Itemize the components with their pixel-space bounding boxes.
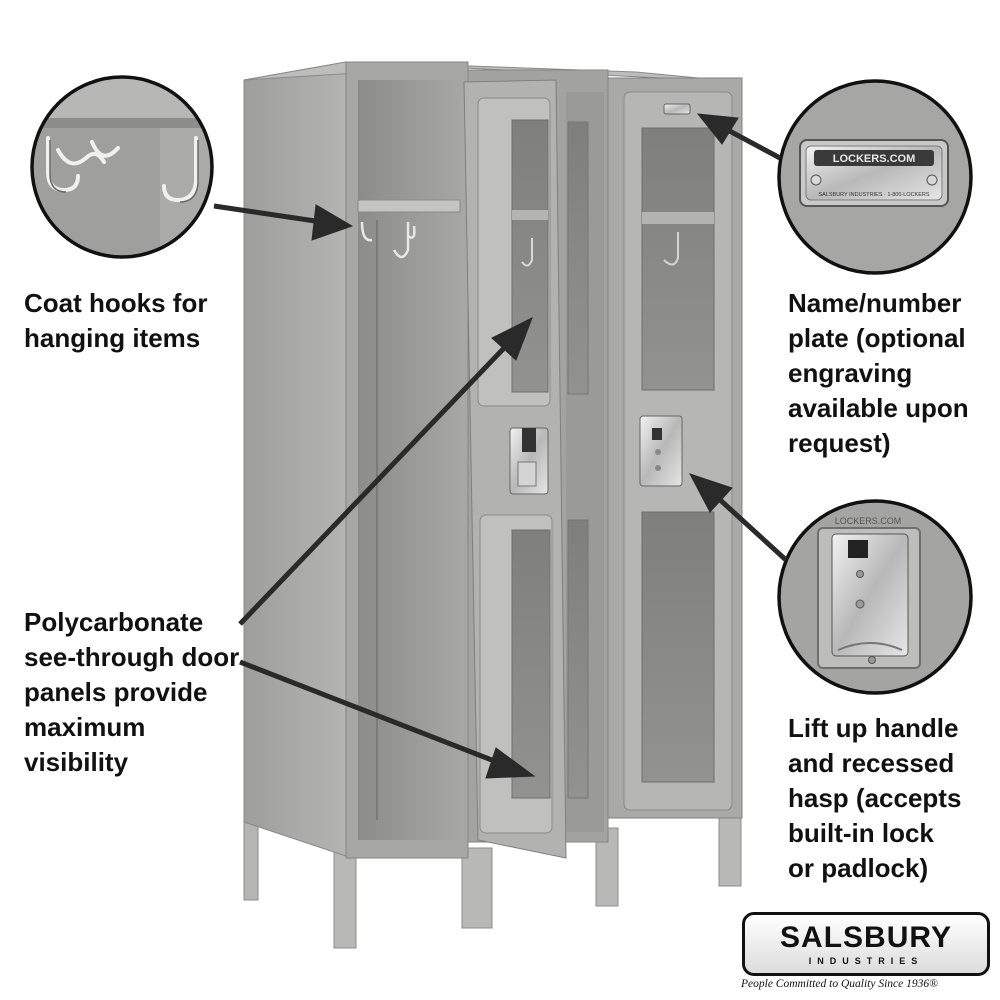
caption-line: plate (optional (788, 323, 966, 353)
rivet-icon (810, 174, 822, 186)
recessed-handle (639, 415, 683, 487)
door-window-lower (511, 529, 551, 799)
caption-name-plate: Name/number plate (optional engraving av… (788, 286, 969, 461)
coat-hooks-detail-circle (30, 75, 214, 259)
caption-line: Lift up handle (788, 713, 959, 743)
caption-line: Name/number (788, 288, 962, 318)
arrow-coat-hooks (213, 203, 354, 241)
callout-arrows (213, 113, 788, 779)
salsbury-logo: SALSBURY INDUSTRIES (742, 912, 990, 976)
caption-line: Coat hooks for (24, 288, 208, 318)
rivet-icon (926, 174, 938, 186)
caption-line: see-through door (24, 642, 240, 672)
name-plate (663, 103, 691, 115)
logo-tagline: People Committed to Quality Since 1936® (741, 978, 938, 990)
caption-line: and recessed (788, 748, 955, 778)
caption-handle: Lift up handle and recessed hasp (accept… (788, 711, 961, 886)
arrow-handle (688, 473, 788, 562)
plate-main-text: LOCKERS.COM (833, 153, 916, 165)
caption-line: engraving (788, 358, 913, 388)
caption-coat-hooks: Coat hooks for hanging items (24, 286, 207, 356)
caption-line: maximum (24, 712, 146, 742)
handle-detail-circle: LOCKERS.COM (777, 499, 973, 695)
locker-body (243, 61, 743, 949)
caption-line: or padlock) (788, 853, 929, 883)
caption-line: panels provide (24, 677, 208, 707)
plate-small-text: SALSBURY INDUSTRIES · 1-800-LOCKERS (818, 192, 929, 198)
caption-line: hasp (accepts (788, 783, 962, 813)
screw-icon (856, 570, 864, 578)
logo-subtitle: INDUSTRIES (808, 956, 924, 966)
name-plate-detail-circle: LOCKERS.COM SALSBURY INDUSTRIES · 1-800-… (777, 79, 973, 275)
arrow-name-plate (696, 113, 782, 161)
leg (461, 847, 493, 929)
caption-line: hanging items (24, 323, 201, 353)
handle-label-text: LOCKERS.COM (835, 516, 902, 526)
arrow-door-upper (238, 316, 533, 626)
logo-wordmark: SALSBURY (780, 921, 952, 954)
screw-icon (868, 656, 876, 664)
hasp-slot-icon (848, 540, 868, 558)
caption-line: visibility (24, 747, 129, 777)
door-window-upper (641, 127, 715, 391)
caption-line: Polycarbonate (24, 607, 204, 637)
leg (718, 807, 742, 887)
coat-hook-icon (46, 136, 198, 203)
caption-door-panels: Polycarbonate see-through door panels pr… (24, 605, 239, 780)
arrow-door-lower (239, 659, 536, 779)
caption-line: built-in lock (788, 818, 934, 848)
caption-line: available upon (788, 393, 969, 423)
screw-icon (855, 599, 865, 609)
door-window-lower (641, 511, 715, 783)
caption-line: request) (788, 428, 891, 458)
leg (333, 847, 357, 949)
